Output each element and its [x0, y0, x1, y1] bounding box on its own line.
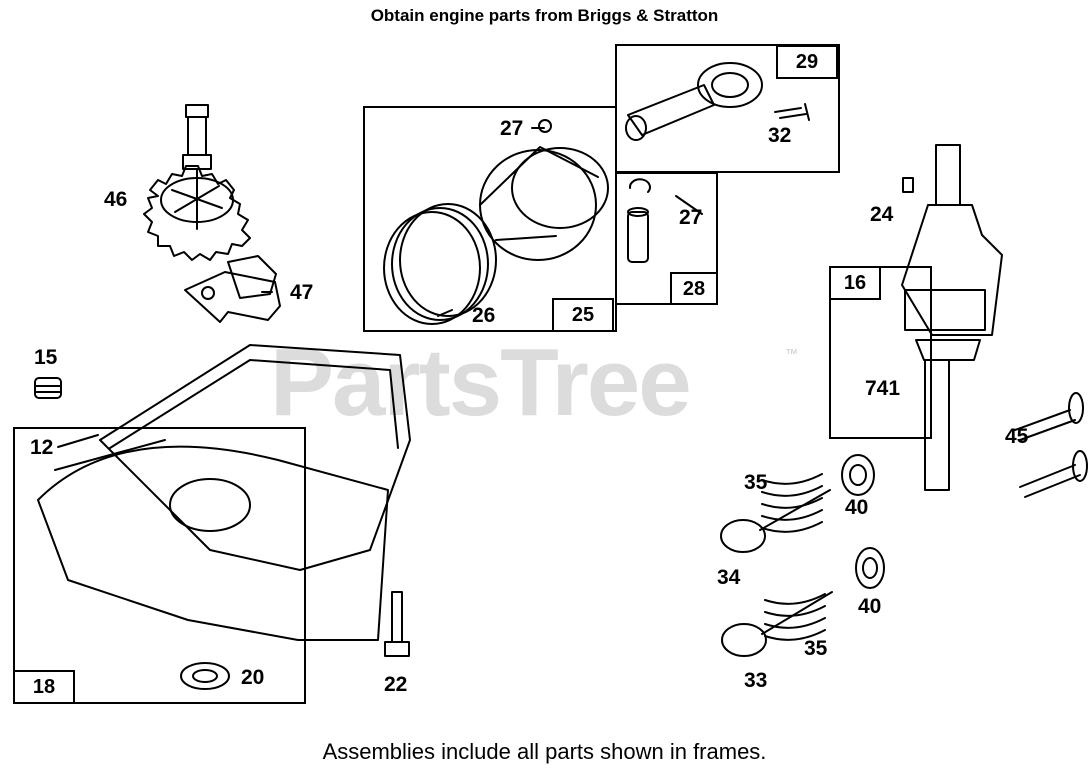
- valve-45-part: [1014, 392, 1088, 498]
- frame-number-25: 25: [552, 298, 614, 332]
- callout-741: 741: [865, 377, 901, 400]
- callout-12: 12: [30, 436, 54, 459]
- frame-number-29: 29: [776, 45, 838, 79]
- callout-33: 33: [744, 669, 768, 692]
- callout-34: 34: [717, 566, 741, 589]
- diagram-title: Obtain engine parts from Briggs & Stratt…: [370, 6, 719, 25]
- callout-47: 47: [290, 281, 314, 304]
- piston-part: [479, 119, 609, 261]
- callout-15: 15: [34, 346, 58, 369]
- callout-20: 20: [241, 666, 265, 689]
- footer-note: Assemblies include all parts shown in fr…: [322, 739, 767, 764]
- callout-45: 45: [1005, 425, 1029, 448]
- crankshaft-part: [901, 144, 1003, 491]
- oil-seal-part: [180, 662, 230, 690]
- callout-40-lower: 40: [858, 595, 882, 618]
- piston-pin-part: [627, 178, 651, 263]
- valve-spring-part: [720, 454, 885, 657]
- piston-rings-part: [383, 203, 497, 325]
- callout-27-ring: 27: [500, 117, 524, 140]
- governor-part: [184, 255, 281, 323]
- callout-27-clip: 27: [679, 206, 703, 229]
- frame-25: [363, 106, 617, 332]
- frame-number-28: 28: [670, 272, 718, 305]
- watermark-trademark: ™: [785, 346, 798, 361]
- frame-number-18: 18: [13, 670, 75, 704]
- callout-24: 24: [870, 203, 894, 226]
- crankcase-part: [37, 344, 411, 641]
- frame-number-16: 16: [829, 266, 881, 300]
- connecting-rod-part: [625, 62, 810, 141]
- callout-32: 32: [768, 124, 792, 147]
- callout-40-upper: 40: [845, 496, 869, 519]
- bolt-part: [384, 591, 410, 657]
- callout-46: 46: [104, 188, 128, 211]
- callout-35-upper: 35: [744, 471, 768, 494]
- frame-18: [13, 427, 306, 704]
- callout-22: 22: [384, 673, 408, 696]
- callout-35-lower: 35: [804, 637, 828, 660]
- watermark: PartsTree: [270, 329, 692, 436]
- callout-26: 26: [472, 304, 496, 327]
- camshaft-part: [143, 104, 251, 261]
- breather-part: [34, 377, 62, 399]
